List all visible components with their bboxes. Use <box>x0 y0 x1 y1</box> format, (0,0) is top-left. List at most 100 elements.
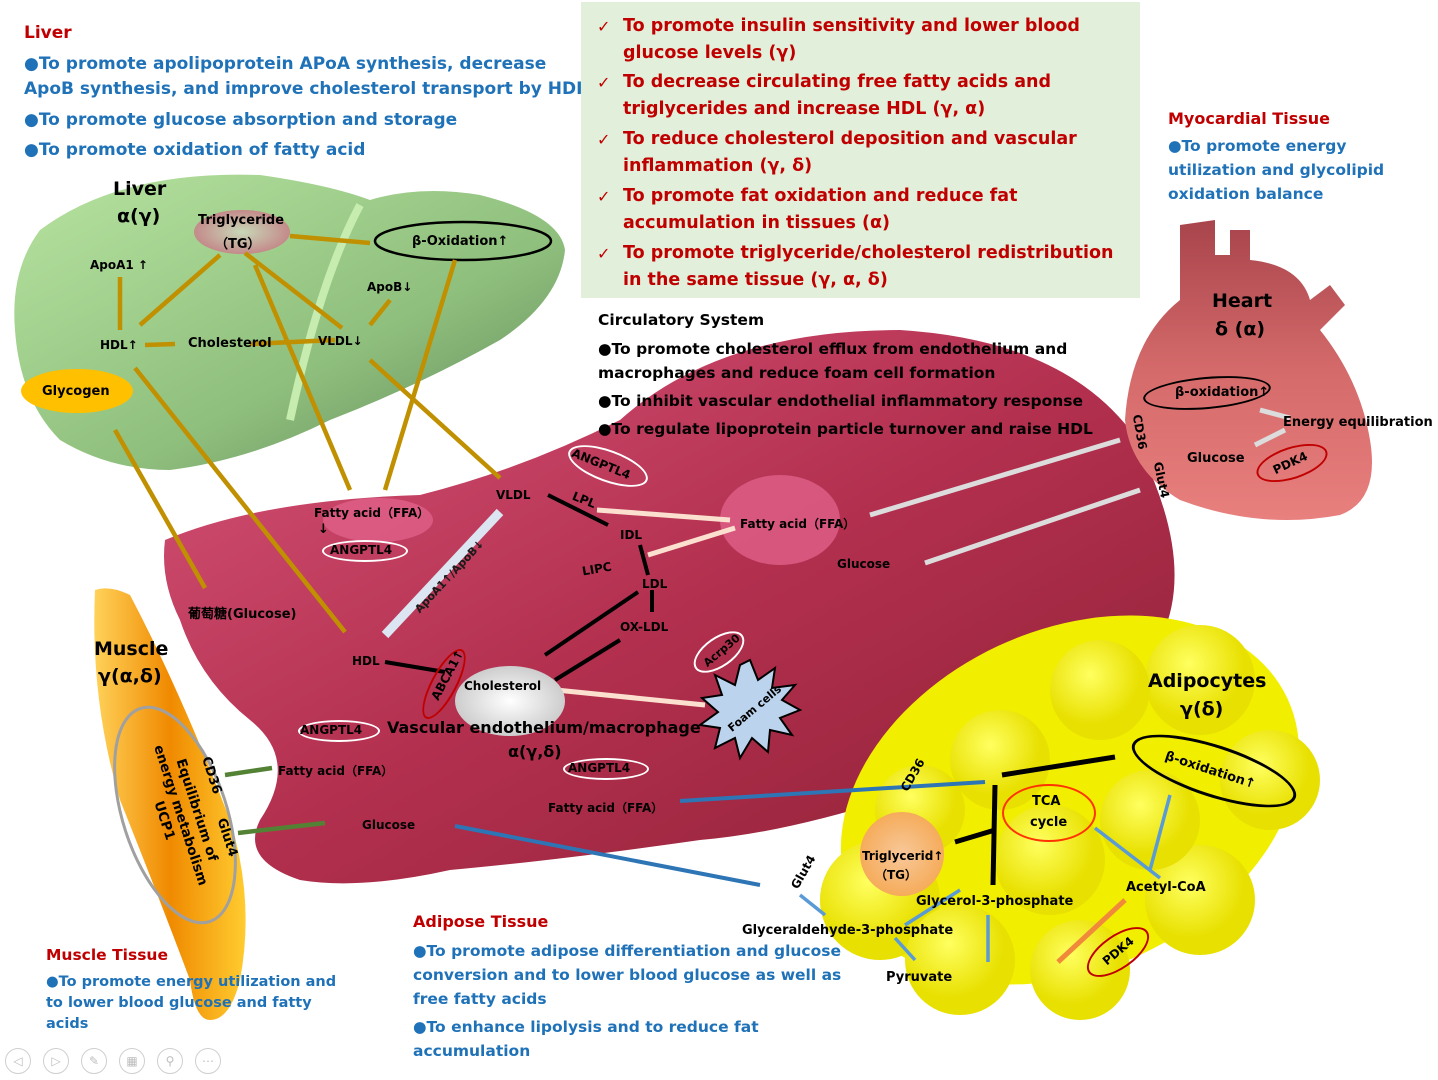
angptl4-bottom-label: ANGPTL4 <box>568 761 631 775</box>
liver-apob-label: ApoB↓ <box>367 280 413 294</box>
muscle-title: Muscle <box>94 638 169 660</box>
glucose-cn-label: 葡萄糖(Glucose) <box>188 607 297 622</box>
bullet-icon: ● <box>598 340 612 358</box>
cholesterol-cell <box>455 666 565 736</box>
liver-apoa1-label: ApoA1 ↑ <box>90 258 148 272</box>
glyceraldehyde-3-phosphate-label: Glyceraldehyde-3-phosphate <box>742 923 954 938</box>
glycogen-label: Glycogen <box>42 384 110 399</box>
adipose-bullet-text: To promote adipose differentiation and g… <box>413 942 842 1008</box>
bullet-icon: ● <box>24 54 39 74</box>
heart-subtype: δ (α) <box>1215 318 1266 340</box>
effect-text: To promote insulin sensitivity and lower… <box>623 16 1080 63</box>
liver-beta-oxidation-label: β-Oxidation↑ <box>412 234 509 249</box>
heart-beta-oxidation-label: β-oxidation↑ <box>1175 385 1270 400</box>
effect-item-1: ✓ To promote insulin sensitivity and low… <box>581 13 1136 67</box>
cycle-label: cycle <box>1030 815 1068 830</box>
liver-bullet-3-text: To promote oxidation of fatty acid <box>38 140 366 160</box>
liver-vldl-label: VLDL↓ <box>318 334 363 348</box>
effect-text: To promote triglyceride/cholesterol redi… <box>623 243 1114 290</box>
circulatory-bullet-1: ●To promote cholesterol efflux from endo… <box>598 337 1078 385</box>
liver-tg-label: （TG） <box>215 237 261 252</box>
liver-triglyceride-label: Triglyceride <box>198 213 285 228</box>
vessel-glucose-left-label: Glucose <box>362 818 416 832</box>
effect-text: To reduce cholesterol deposition and vas… <box>623 129 1077 176</box>
liver-panel-heading: Liver <box>24 23 72 43</box>
vessel-ffa-top-label: Fatty acid（FFA） <box>314 506 430 520</box>
effect-text: To decrease circulating free fatty acids… <box>623 72 1052 119</box>
liver-organ-title: Liver <box>113 178 167 200</box>
oxldl-label: OX-LDL <box>620 620 669 634</box>
myocardial-bullet-text: To promote energy utilization and glycol… <box>1168 137 1385 203</box>
next-slide-button[interactable]: ▷ <box>43 1048 69 1074</box>
angptl4-top-label: ANGPTL4 <box>330 543 393 557</box>
check-icon: ✓ <box>597 73 611 92</box>
circulatory-bullet-text: To inhibit vascular endothelial inflamma… <box>611 392 1084 410</box>
adipocytes-subtype: γ(δ) <box>1180 698 1224 720</box>
heart-shape <box>1125 220 1372 520</box>
angptl4-oval-left <box>298 720 380 742</box>
angptl4-oval-top <box>322 540 408 562</box>
effect-item-2: ✓ To decrease circulating free fatty aci… <box>581 69 1136 123</box>
vessel-title: Vascular endothelium/macrophage <box>387 718 701 737</box>
adipose-panel-heading: Adipose Tissue <box>413 912 549 931</box>
vessel-hdl-label: HDL <box>352 654 380 668</box>
effect-text: To promote fat oxidation and reduce fat … <box>623 186 1018 233</box>
heart-title: Heart <box>1212 290 1273 312</box>
more-options-button[interactable]: ⋯ <box>195 1048 221 1074</box>
myocardial-panel-heading: Myocardial Tissue <box>1168 109 1330 128</box>
vessel-glucose-right-label: Glucose <box>837 557 891 571</box>
circulatory-bullet-text: To promote cholesterol efflux from endot… <box>598 340 1068 382</box>
effect-item-5: ✓ To promote triglyceride/cholesterol re… <box>581 240 1136 294</box>
effect-item-3: ✓ To reduce cholesterol deposition and v… <box>581 126 1136 180</box>
liver-bullet-1: ●To promote apolipoprotein APoA synthesi… <box>24 52 584 102</box>
bullet-icon: ● <box>24 110 39 130</box>
ldl-label: LDL <box>642 577 668 591</box>
ppar-effects-box: ✓ To promote insulin sensitivity and low… <box>581 2 1140 298</box>
bullet-icon: ● <box>413 1018 427 1036</box>
vessel-ffa-right-label: Fatty acid（FFA） <box>740 517 856 531</box>
angptl4-oval-bottom <box>563 758 649 780</box>
vessel-ffa-bottom-label: Fatty acid（FFA） <box>548 801 664 815</box>
pyruvate-label: Pyruvate <box>886 970 953 985</box>
muscle-bullet-1: ●To promote energy utilization and to lo… <box>46 972 356 1035</box>
circulatory-bullet-2: ●To inhibit vascular endothelial inflamm… <box>598 389 1098 413</box>
liver-hdl-label: HDL↑ <box>100 338 138 352</box>
liver-bullet-1-text: To promote apolipoprotein APoA synthesis… <box>24 54 583 99</box>
adipo-tg-droplet <box>860 812 944 896</box>
vessel-subtype: α(γ,δ) <box>508 742 562 761</box>
adipose-bullet-2: ●To enhance lipolysis and to reduce fat … <box>413 1015 773 1063</box>
zoom-button[interactable]: ⚲ <box>157 1048 183 1074</box>
idl-label: IDL <box>620 528 643 542</box>
circulatory-panel-heading: Circulatory System <box>598 311 765 329</box>
vessel-cholesterol-label: Cholesterol <box>464 679 542 693</box>
angptl4-left-label: ANGPTL4 <box>300 723 363 737</box>
effect-item-4: ✓ To promote fat oxidation and reduce fa… <box>581 183 1136 237</box>
vessel-vldl-label: VLDL <box>496 488 531 502</box>
liver-bullet-2-text: To promote glucose absorption and storag… <box>38 110 458 130</box>
vessel-ffa-left-label: Fatty acid（FFA） <box>278 764 394 778</box>
liver-cholesterol-label: Cholesterol <box>188 336 272 351</box>
circulatory-bullet-text: To regulate lipoprotein particle turnove… <box>611 420 1093 438</box>
adipocytes-title: Adipocytes <box>1148 670 1267 692</box>
pen-tool-button[interactable]: ✎ <box>81 1048 107 1074</box>
bullet-icon: ● <box>598 420 612 438</box>
muscle-bullet-text: To promote energy utilization and to low… <box>46 974 337 1032</box>
bullet-icon: ● <box>598 392 612 410</box>
slide-overview-button[interactable]: ▦ <box>119 1048 145 1074</box>
tca-label: TCA <box>1032 794 1061 809</box>
adipo-triglycerid-label: Triglycerid↑ <box>862 849 944 863</box>
prev-slide-button[interactable]: ◁ <box>5 1048 31 1074</box>
bullet-icon: ● <box>24 140 39 160</box>
liver-organ-subtype: α(γ) <box>117 205 161 227</box>
adipose-bullet-text: To enhance lipolysis and to reduce fat a… <box>413 1018 759 1060</box>
ffa-down-arrow-icon: ↓ <box>318 522 329 537</box>
check-icon: ✓ <box>597 17 611 36</box>
foam-cells-burst <box>697 658 803 761</box>
check-icon: ✓ <box>597 187 611 206</box>
muscle-shape <box>94 588 246 1020</box>
glycerol-3-phosphate-label: Glycerol-3-phosphate <box>916 894 1074 909</box>
acetyl-coa-label: Acetyl-CoA <box>1126 880 1206 895</box>
check-icon: ✓ <box>597 130 611 149</box>
heart-glucose-label: Glucose <box>1187 451 1245 466</box>
